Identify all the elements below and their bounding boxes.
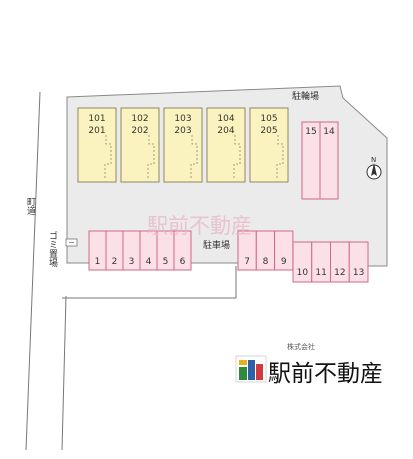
parking-slot: 11: [311, 241, 331, 283]
parking-slot-number: 9: [281, 257, 287, 267]
parking-slot: 3: [122, 230, 141, 271]
parking-slot-number: 1: [95, 257, 101, 267]
north-arrow-icon: [366, 163, 382, 180]
parking-slot: 2: [105, 230, 124, 271]
unit-number-upper: 104: [217, 114, 234, 124]
parking-slot-number: 15: [305, 127, 316, 137]
unit-number-upper: 102: [131, 114, 148, 124]
unit-number-lower: 204: [217, 126, 234, 136]
building-logo-icon: [235, 355, 267, 383]
north-label: N: [371, 156, 376, 164]
parking-slot: 9: [274, 230, 294, 271]
parking-slot-number: 3: [129, 257, 135, 267]
parking-slot: 5: [156, 230, 175, 271]
brand-name: 駅前不動産: [268, 361, 383, 387]
unit-number-lower: 201: [88, 126, 105, 136]
street-edge-line: [25, 91, 41, 451]
parking-slot-number: 2: [112, 257, 118, 267]
street-edge-line: [61, 295, 67, 451]
parking-slot: 13: [348, 241, 369, 283]
unit-number-upper: 101: [88, 114, 105, 124]
unit-number-upper: 105: [260, 114, 277, 124]
parking-slot-number: 8: [263, 257, 269, 267]
parking-slot-number: 14: [323, 127, 335, 137]
parking-slot-number: 11: [315, 268, 326, 278]
unit-number-lower: 205: [260, 126, 277, 136]
parking-slot-number: 7: [244, 257, 250, 267]
watermark-text: 駅前不動産: [147, 214, 252, 238]
brand-small-text: 株式会社: [287, 342, 315, 351]
parking-slot: 10: [292, 241, 313, 283]
property-boundary-line: [62, 266, 237, 299]
parking-slot-number: 10: [297, 268, 309, 278]
parking-slot-number: 4: [146, 257, 152, 267]
unit-number-lower: 203: [174, 126, 191, 136]
street-label: 町道: [25, 197, 36, 216]
parking-lot-label: 駐車場: [203, 239, 230, 251]
parking-slot: 15: [301, 121, 321, 200]
parking-slot-number: 6: [180, 257, 186, 267]
parking-slot: 8: [255, 230, 276, 271]
parking-slot-number: 12: [334, 268, 345, 278]
bicycle-parking-label: 駐輪場: [292, 90, 319, 102]
parking-slot-number: 13: [353, 268, 364, 278]
unit-number-upper: 103: [174, 114, 191, 124]
unit-number-lower: 202: [131, 126, 148, 136]
parking-slot: 14: [319, 121, 339, 200]
garbage-area-label: ゴミ置場: [47, 230, 58, 268]
parking-slot: 1: [88, 230, 107, 271]
parking-slot: 12: [330, 241, 350, 283]
parking-slot-number: 5: [163, 257, 169, 267]
parking-slot: 6: [173, 230, 192, 271]
